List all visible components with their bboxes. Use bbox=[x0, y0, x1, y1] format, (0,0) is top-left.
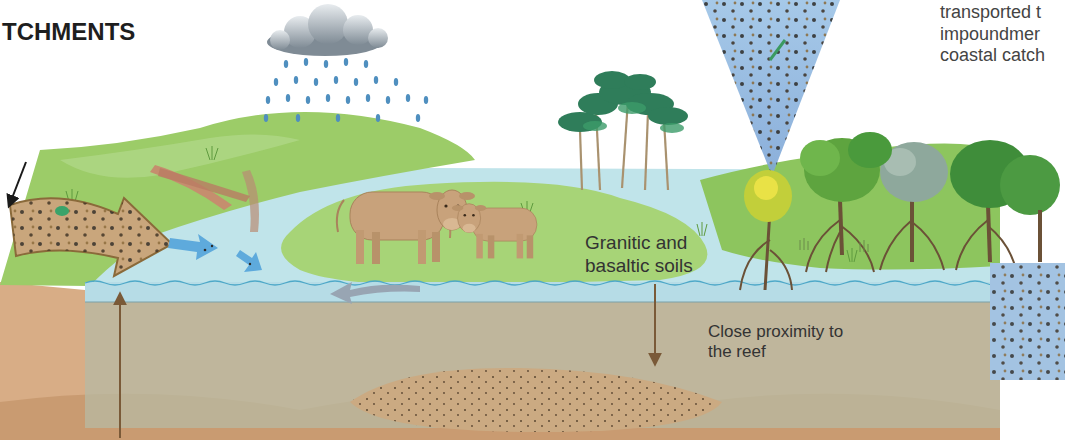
caption-note: transported t impoundmer coastal catch bbox=[940, 2, 1060, 67]
cow bbox=[452, 204, 537, 259]
section-title: TCHMENTS bbox=[2, 18, 142, 47]
reef-label: Close proximity to the reef bbox=[708, 322, 846, 363]
cow bbox=[337, 190, 475, 264]
soil-label: Granitic and basaltic soils bbox=[585, 232, 713, 278]
